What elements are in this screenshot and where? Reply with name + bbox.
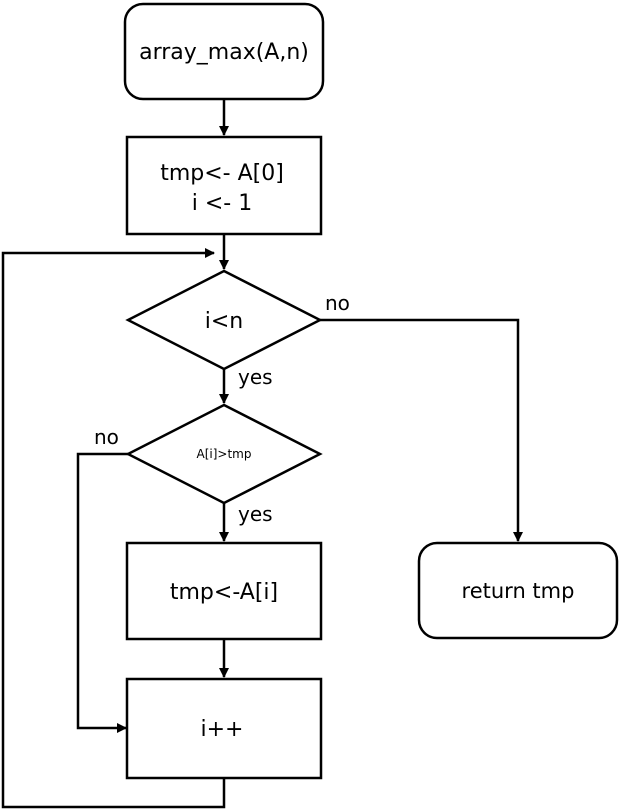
start-node-label: array_max(A,n) — [139, 40, 309, 65]
compare-condition-node — [125, 403, 323, 505]
init-node-line1: tmp<- A[0] — [160, 161, 284, 186]
loop-condition-node — [125, 269, 323, 371]
end-node-label: return tmp — [462, 579, 575, 603]
edge-compare-no — [76, 452, 128, 733]
compare-no-label: no — [94, 425, 119, 449]
assign-node — [125, 541, 323, 641]
increment-node-label: i++ — [201, 717, 244, 742]
start-node — [123, 2, 325, 101]
edge-loopback — [1, 248, 226, 809]
compare-condition-label: A[i]>tmp — [197, 447, 252, 461]
assign-node-label: tmp<-A[i] — [170, 580, 278, 605]
init-node-line2: i <- 1 — [192, 191, 252, 216]
increment-node — [125, 677, 323, 780]
end-node — [417, 541, 619, 640]
compare-yes-label: yes — [238, 502, 273, 526]
init-node — [125, 135, 323, 236]
loop-yes-label: yes — [238, 365, 273, 389]
loop-no-label: no — [325, 291, 350, 315]
loop-condition-label: i<n — [205, 309, 244, 334]
edge-loop-no — [320, 318, 523, 542]
